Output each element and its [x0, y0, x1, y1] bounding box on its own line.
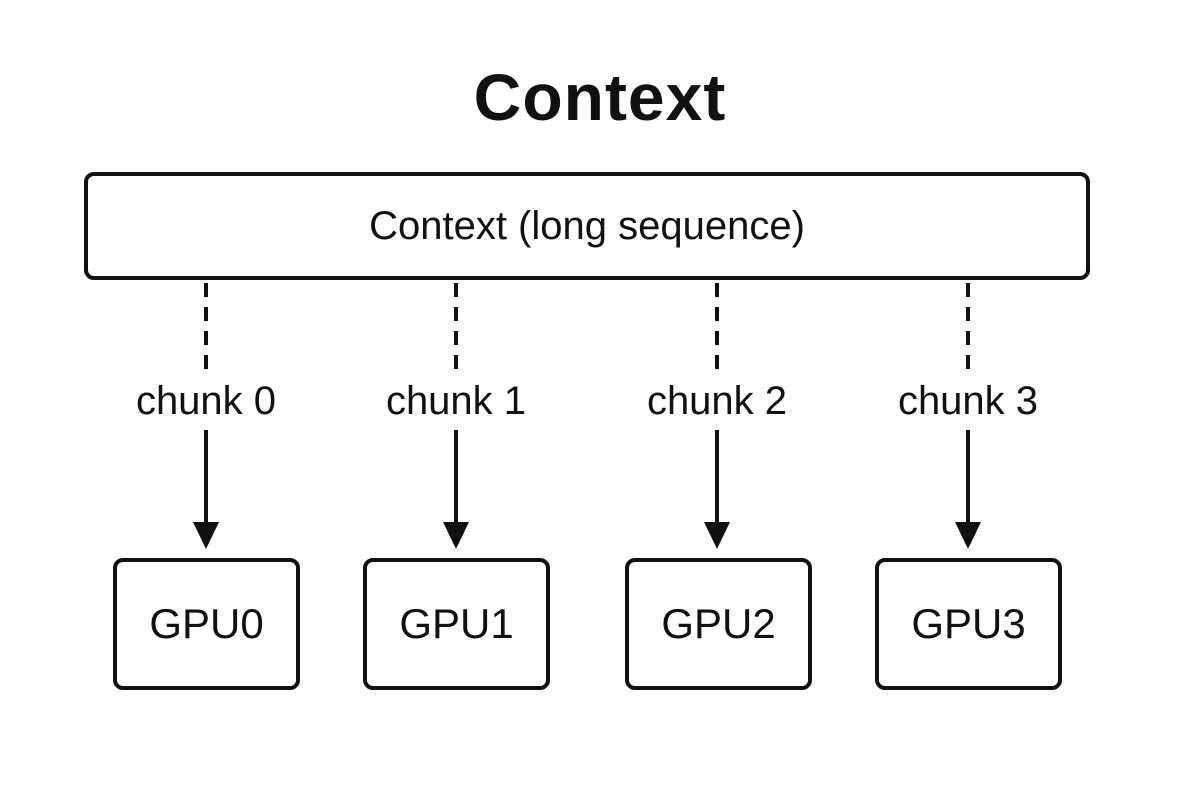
gpu-label-1: GPU1 [399, 600, 514, 647]
gpu-label-2: GPU2 [661, 600, 776, 647]
gpu-box-1: GPU1 [363, 558, 550, 690]
context-box-label: Context (long sequence) [369, 203, 805, 248]
dashed-line [204, 283, 208, 371]
chunk-label-1: chunk 1 [385, 379, 527, 423]
dashed-line [966, 283, 970, 371]
arrow-line [966, 430, 970, 524]
gpu-box-3: GPU3 [875, 558, 1062, 690]
gpu-label-0: GPU0 [149, 600, 264, 647]
arrow-down-icon [955, 522, 981, 549]
arrow-line [715, 430, 719, 524]
chunk-label-3: chunk 3 [897, 379, 1039, 423]
arrow-line [454, 430, 458, 524]
arrow-down-icon [443, 522, 469, 549]
gpu-box-0: GPU0 [113, 558, 300, 690]
dashed-line [715, 283, 719, 371]
arrow-down-icon [193, 522, 219, 549]
gpu-label-3: GPU3 [911, 600, 1026, 647]
arrow-line [204, 430, 208, 524]
arrow-down-icon [704, 522, 730, 549]
context-box: Context (long sequence) [84, 172, 1090, 280]
chunk-label-2: chunk 2 [646, 379, 788, 423]
chunk-label-0: chunk 0 [135, 379, 277, 423]
diagram-title: Context [473, 60, 727, 134]
dashed-line [454, 283, 458, 371]
gpu-box-2: GPU2 [625, 558, 812, 690]
